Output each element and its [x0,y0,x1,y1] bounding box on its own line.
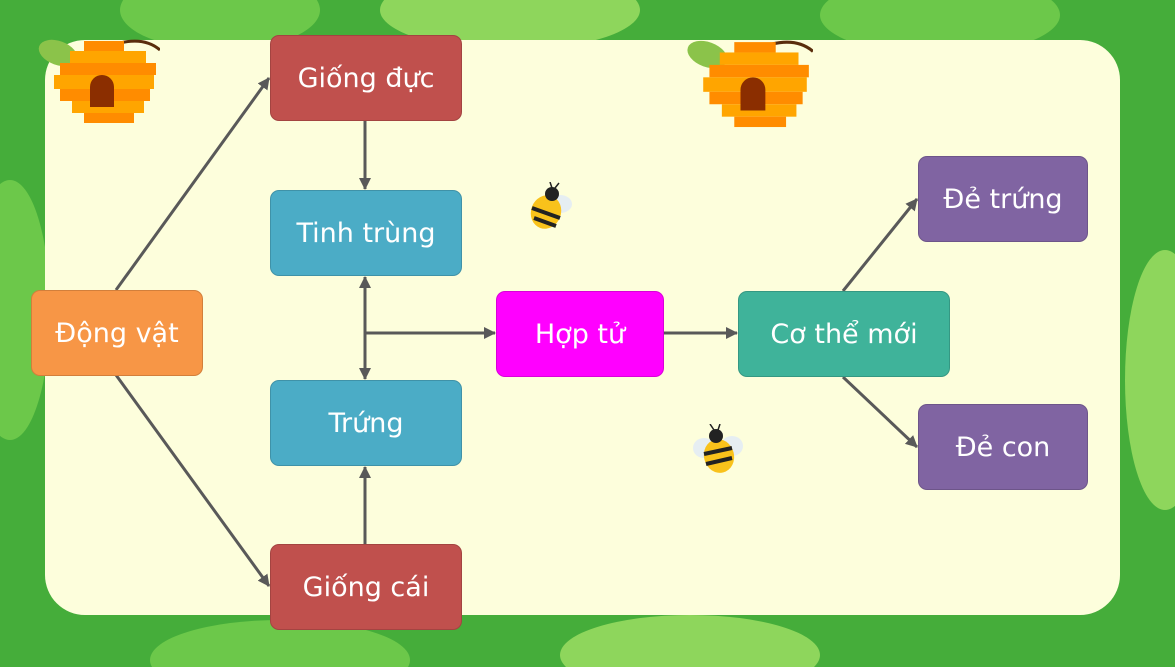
node-sperm: Tinh trùng [270,190,462,276]
node-label: Đẻ con [955,431,1051,463]
beehive-icon [687,40,813,128]
arrow-animal-female [114,374,271,587]
node-female: Giống cái [270,544,462,630]
node-viviparous: Đẻ con [918,404,1088,490]
node-animal: Động vật [31,290,203,376]
arrow-newbody-viviparous [841,375,919,449]
node-zygote: Hợp tử [496,291,664,377]
node-male: Giống đực [270,35,462,121]
node-new-body: Cơ thể mới [738,291,950,377]
node-label: Hợp tử [534,318,626,350]
node-label: Cơ thể mới [770,318,918,350]
node-oviparous: Đẻ trứng [918,156,1088,242]
node-label: Đẻ trứng [943,183,1063,215]
node-label: Giống đực [297,62,435,94]
node-label: Tinh trùng [296,217,436,249]
arrow-animal-male [114,77,271,291]
node-label: Trứng [328,407,404,439]
bee-icon [693,424,743,473]
node-egg: Trứng [270,380,462,466]
bee-icon [530,182,572,229]
node-label: Động vật [55,317,179,349]
node-label: Giống cái [302,571,430,603]
beehive-icon [38,39,160,123]
arrow-newbody-oviparous [841,198,919,292]
